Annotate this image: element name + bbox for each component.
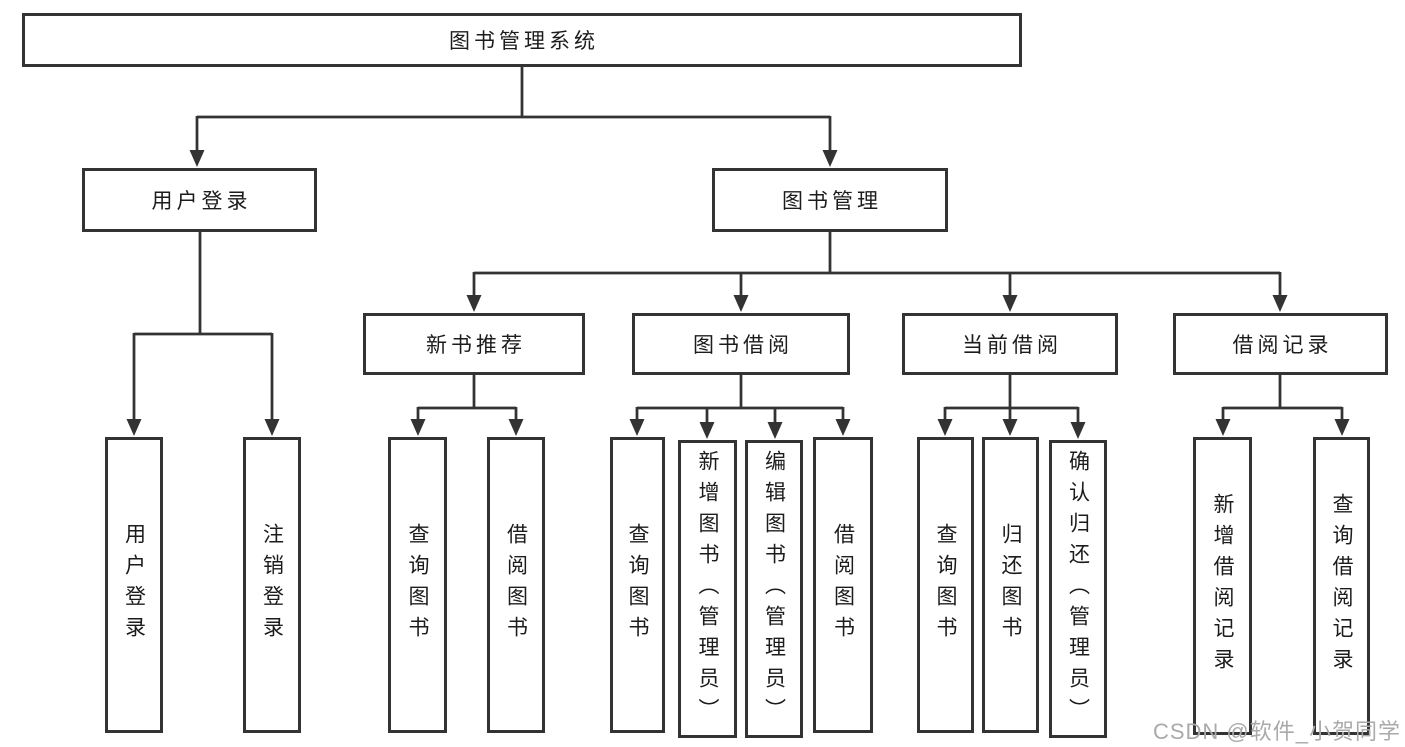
node-book-management: 图书管理 xyxy=(712,168,948,232)
node-library-management-system: 图书管理系统 xyxy=(22,13,1022,67)
node-borrowing-records: 借阅记录 xyxy=(1173,313,1388,375)
node-label: 当前借阅 xyxy=(962,334,1062,357)
leaf-borrowing-borrow-books: 借阅图书 xyxy=(813,437,873,733)
leaf-label: 确认归还（管理员） xyxy=(1066,449,1090,729)
connector-shafts xyxy=(132,66,1344,424)
node-label: 借阅记录 xyxy=(1232,334,1333,357)
leaf-label: 查询图书 xyxy=(934,523,957,647)
node-book-borrowing: 图书借阅 xyxy=(632,313,850,375)
leaf-confirm-return-admin: 确认归还（管理员） xyxy=(1049,440,1107,738)
leaf-recommend-query-books: 查询图书 xyxy=(388,437,447,733)
leaf-recommend-borrow-books: 借阅图书 xyxy=(487,437,545,733)
leaf-label: 归还图书 xyxy=(999,523,1022,647)
leaf-logout: 注销登录 xyxy=(243,437,301,733)
node-label: 新书推荐 xyxy=(426,334,526,357)
leaf-label: 用户登录 xyxy=(122,523,146,647)
node-label: 图书管理 xyxy=(782,190,882,213)
leaf-edit-books-admin: 编辑图书（管理员） xyxy=(745,440,803,738)
node-new-book-recommend: 新书推荐 xyxy=(363,313,585,375)
leaf-label: 新增图书（管理员） xyxy=(696,449,719,729)
leaf-label: 编辑图书（管理员） xyxy=(762,449,786,729)
node-current-borrowing: 当前借阅 xyxy=(902,313,1118,375)
leaf-label: 借阅图书 xyxy=(831,523,855,647)
leaf-label: 新增借阅记录 xyxy=(1211,493,1234,679)
leaf-return-books: 归还图书 xyxy=(982,437,1039,733)
leaf-label: 查询借阅记录 xyxy=(1330,493,1353,679)
leaf-label: 查询图书 xyxy=(626,523,649,647)
node-label: 图书管理系统 xyxy=(449,30,599,53)
leaf-label: 查询图书 xyxy=(406,523,429,647)
node-user-login: 用户登录 xyxy=(82,168,317,232)
leaf-label: 注销登录 xyxy=(260,523,284,647)
leaf-query-borrow-record: 查询借阅记录 xyxy=(1313,437,1370,735)
leaf-add-borrow-record: 新增借阅记录 xyxy=(1193,437,1252,735)
csdn-watermark: CSDN @软件_小贺同学 xyxy=(1152,719,1401,744)
leaf-label: 借阅图书 xyxy=(504,523,528,647)
leaf-borrowing-query-books: 查询图书 xyxy=(610,437,665,733)
leaf-current-query-books: 查询图书 xyxy=(917,437,974,733)
leaf-add-books-admin: 新增图书（管理员） xyxy=(678,440,737,738)
node-label: 用户登录 xyxy=(151,190,252,213)
node-label: 图书借阅 xyxy=(693,334,793,357)
leaf-user-login: 用户登录 xyxy=(105,437,163,733)
